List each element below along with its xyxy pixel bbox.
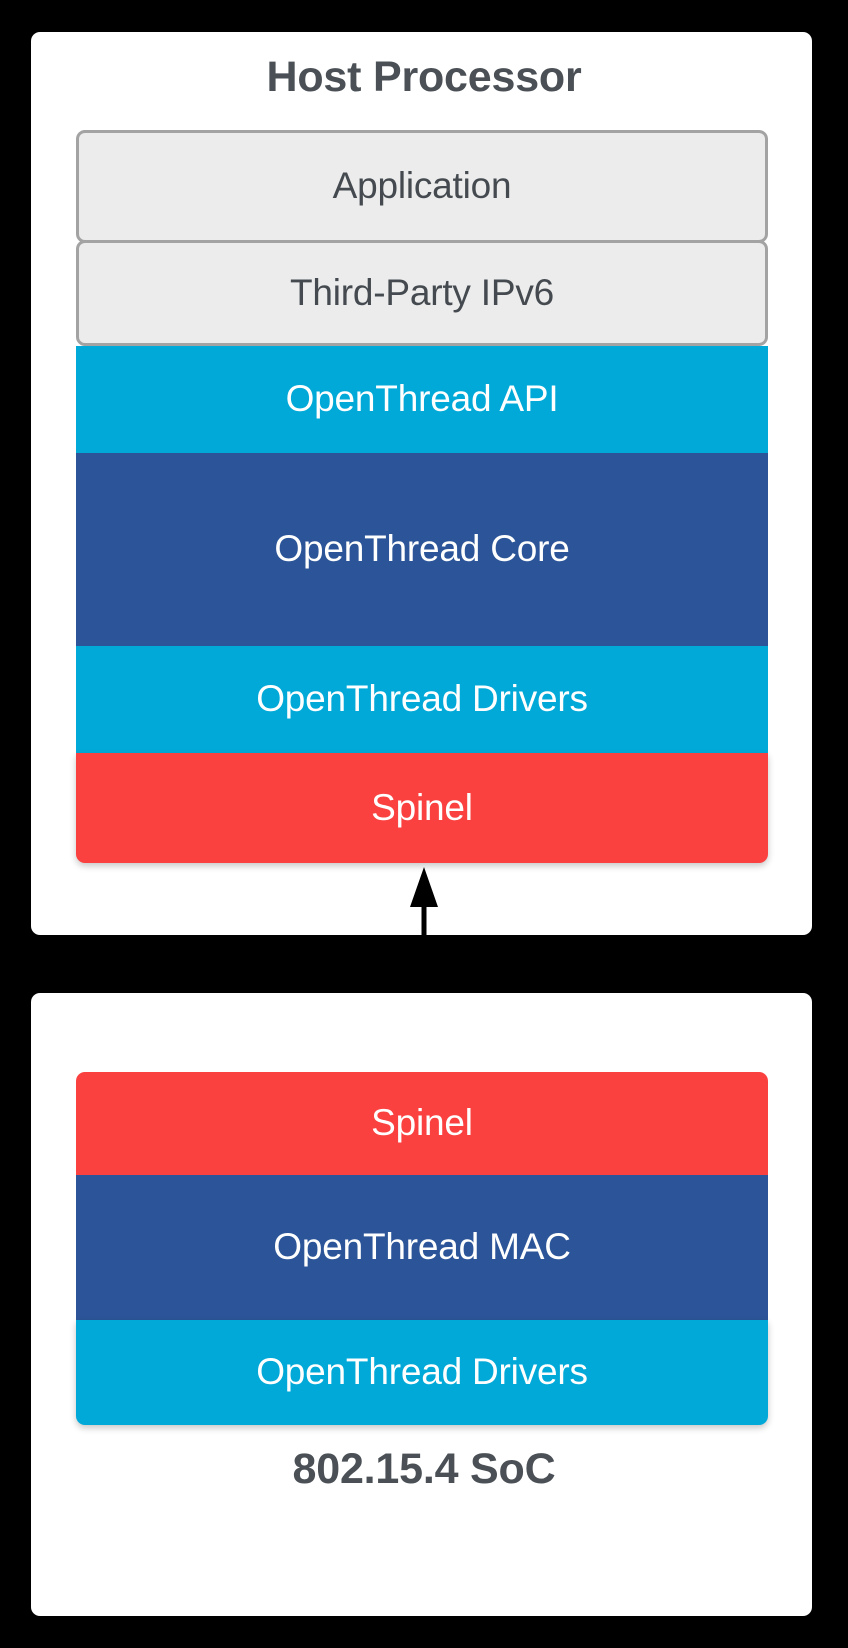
soc-layer-stack: Spinel OpenThread MAC OpenThread Drivers	[76, 1072, 768, 1425]
layer-openthread-drivers-soc-label: OpenThread Drivers	[256, 1351, 588, 1393]
layer-third-party-ipv6: Third-Party IPv6	[76, 240, 768, 346]
layer-spinel-soc: Spinel	[76, 1072, 768, 1175]
layer-spinel-host: Spinel	[76, 753, 768, 863]
layer-openthread-mac-label: OpenThread MAC	[273, 1226, 571, 1268]
layer-openthread-core: OpenThread Core	[76, 453, 768, 646]
layer-openthread-drivers-host: OpenThread Drivers	[76, 646, 768, 753]
layer-openthread-mac: OpenThread MAC	[76, 1175, 768, 1320]
panel-host-processor-title: Host Processor	[266, 53, 582, 101]
layer-application: Application	[76, 130, 768, 243]
layer-openthread-api: OpenThread API	[76, 346, 768, 453]
host-processor-layer-stack: Application Third-Party IPv6 OpenThread …	[76, 130, 768, 863]
layer-openthread-drivers-soc: OpenThread Drivers	[76, 1320, 768, 1425]
layer-third-party-ipv6-label: Third-Party IPv6	[289, 271, 555, 313]
layer-spinel-host-label: Spinel	[371, 786, 473, 828]
layer-application-label: Application	[332, 165, 512, 207]
layer-openthread-drivers-host-label: OpenThread Drivers	[256, 678, 588, 720]
layer-spinel-soc-label: Spinel	[371, 1102, 473, 1144]
layer-openthread-api-label: OpenThread API	[285, 378, 559, 420]
panel-802-15-4-soc-title: 802.15.4 SoC	[292, 1445, 556, 1493]
layer-openthread-core-label: OpenThread Core	[274, 528, 570, 570]
